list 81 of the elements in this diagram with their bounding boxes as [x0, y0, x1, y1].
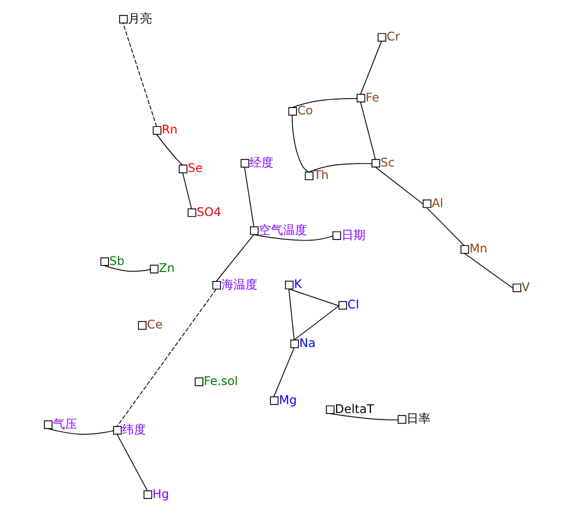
node-label: Al: [432, 196, 444, 210]
node-box: [372, 158, 380, 168]
node-box: [285, 280, 294, 290]
node-box: [398, 415, 406, 424]
connector: [329, 413, 399, 420]
node-label: Fe.sol: [204, 374, 238, 388]
node-label: Rn: [162, 122, 178, 137]
connector: [273, 347, 295, 398]
connector: [360, 102, 376, 160]
connector: [254, 234, 334, 241]
node-label: 海温度: [221, 277, 258, 292]
node-box: [44, 420, 53, 429]
connector: [244, 166, 254, 228]
node-box: [194, 378, 204, 386]
connector: [292, 98, 358, 108]
node-box: [188, 208, 196, 217]
node-label: 纬度: [122, 422, 146, 436]
node-box: [338, 301, 348, 310]
node-label: Sc: [380, 155, 395, 170]
node-label: 气压: [52, 416, 77, 431]
node-label: Mg: [278, 392, 297, 407]
connector: [116, 288, 217, 427]
node-box: [332, 231, 342, 240]
node-label: Sb: [109, 254, 125, 268]
node-label: Zn: [158, 261, 175, 276]
connector: [216, 234, 254, 282]
node-box: [460, 245, 470, 254]
node-box: [138, 321, 147, 330]
connector: [104, 265, 151, 272]
node-box: [304, 172, 314, 180]
node-label: Se: [188, 161, 203, 176]
connector: [288, 288, 295, 340]
node-box: [144, 490, 152, 499]
node-label: K: [294, 277, 302, 292]
node-label: 月亮: [128, 11, 152, 26]
connector: [426, 207, 465, 246]
node-label: Cl: [347, 298, 360, 312]
connector: [116, 434, 148, 492]
connector: [374, 166, 424, 205]
node-label: Th: [314, 168, 329, 182]
node-box: [178, 164, 188, 174]
node-label: 日率: [406, 412, 431, 426]
connector: [122, 22, 158, 128]
node-box: [150, 264, 158, 274]
connector: [47, 428, 114, 435]
node-box: [113, 426, 122, 435]
connector: [182, 172, 192, 210]
connector: [288, 288, 340, 306]
node-label: Na: [299, 336, 316, 350]
node-box: [422, 200, 432, 208]
connector: [464, 252, 514, 289]
node-box: [326, 405, 334, 414]
node-label: 空气温度: [259, 222, 308, 237]
node-box: [290, 340, 299, 348]
node-label: 日期: [341, 228, 366, 242]
connector: [308, 163, 372, 172]
connector: [292, 114, 310, 172]
node-label: Ce: [146, 318, 163, 332]
node-box: [288, 107, 297, 116]
node-box: [100, 257, 109, 266]
node-label: Hg: [152, 486, 170, 501]
node-label: SO4: [196, 204, 222, 219]
node-box: [270, 396, 279, 405]
node-box: [119, 14, 128, 24]
node-box: [240, 159, 250, 168]
node-label: DeltaT: [334, 402, 374, 416]
connector: [294, 305, 340, 340]
node-box: [250, 226, 259, 235]
node-label: 经度: [250, 155, 274, 170]
node-box: [212, 281, 221, 290]
node-label: V: [522, 280, 530, 294]
node-label: Fe: [366, 90, 380, 104]
node-box: [378, 33, 386, 42]
node-box: [356, 94, 366, 102]
node-label: Co: [297, 104, 313, 118]
connector: [360, 40, 382, 95]
node-box: [152, 126, 162, 135]
node-label: Cr: [386, 30, 400, 44]
connector: [156, 134, 184, 166]
node-label: Mn: [469, 242, 488, 256]
node-box: [512, 284, 522, 292]
